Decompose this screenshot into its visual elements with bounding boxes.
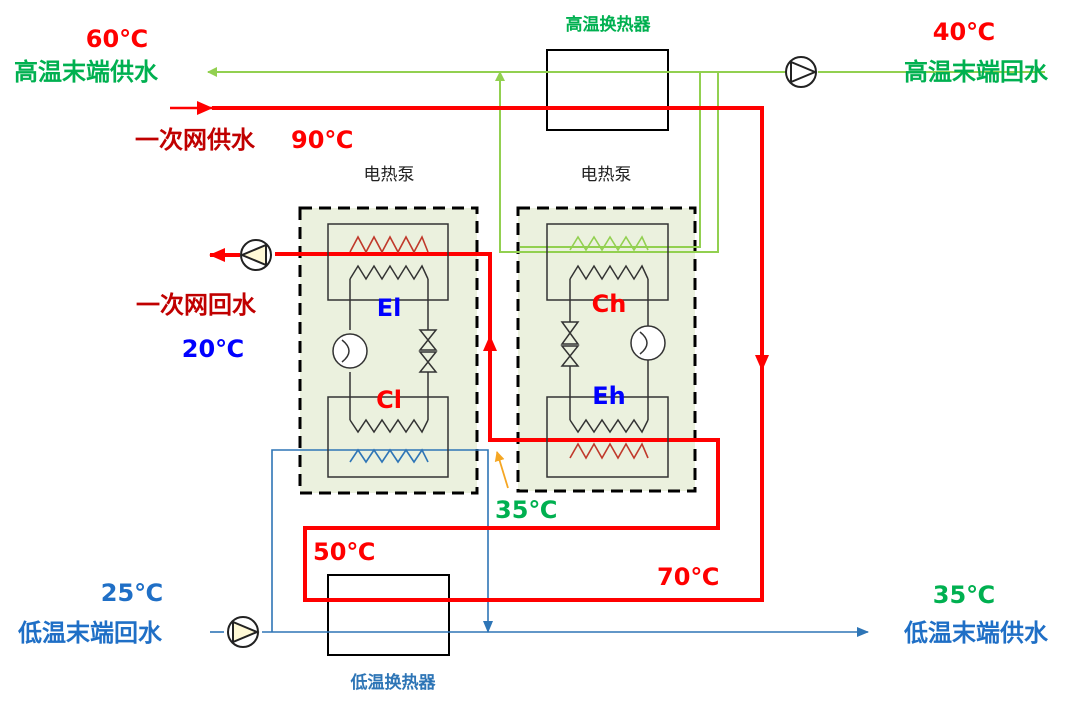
condenser-high-label: Ch (592, 290, 627, 318)
low-supply-label: 低温末端供水 (903, 619, 1049, 647)
high-temp-loop (207, 67, 1045, 253)
low-temp-exchanger-box (327, 574, 450, 656)
heat-pump-right-label: 电热泵 (581, 165, 632, 185)
low-supply-temp: 35℃ (933, 581, 995, 609)
pump-high-return (785, 56, 818, 88)
mid-temp-35: 35℃ (495, 496, 557, 524)
pump-primary-return (239, 239, 272, 271)
high-return-temp: 40℃ (933, 18, 995, 46)
evaporator-high-label: Eh (592, 382, 625, 410)
mid-temp-70: 70℃ (657, 563, 719, 591)
low-temp-loop (210, 449, 869, 637)
mid-temp-arrow (494, 451, 509, 489)
low-return-temp: 25℃ (101, 579, 163, 607)
primary-supply-temp: 90℃ (291, 126, 353, 154)
primary-return-temp: 20℃ (182, 335, 244, 363)
evaporator-low-label: El (377, 294, 402, 322)
pump-low-return (227, 616, 260, 648)
heat-pump-left-label: 电热泵 (364, 165, 415, 185)
high-return-label: 高温末端回水 (904, 58, 1049, 86)
high-temp-exchanger-box (546, 49, 669, 131)
condenser-low-label: Cl (376, 386, 402, 414)
primary-supply-label: 一次网供水 (135, 126, 256, 154)
high-temp-exchanger-label: 高温换热器 (566, 14, 652, 35)
low-temp-exchanger-label: 低温换热器 (350, 672, 437, 693)
high-supply-label: 高温末端供水 (14, 58, 159, 86)
left-heat-pump-internals (327, 223, 449, 478)
primary-return-label: 一次网回水 (136, 291, 257, 319)
primary-network-loop (170, 101, 769, 602)
right-heat-pump-internals (546, 223, 669, 478)
low-return-label: 低温末端回水 (17, 619, 163, 647)
mid-temp-50: 50℃ (313, 538, 375, 566)
high-supply-temp: 60℃ (86, 25, 148, 53)
